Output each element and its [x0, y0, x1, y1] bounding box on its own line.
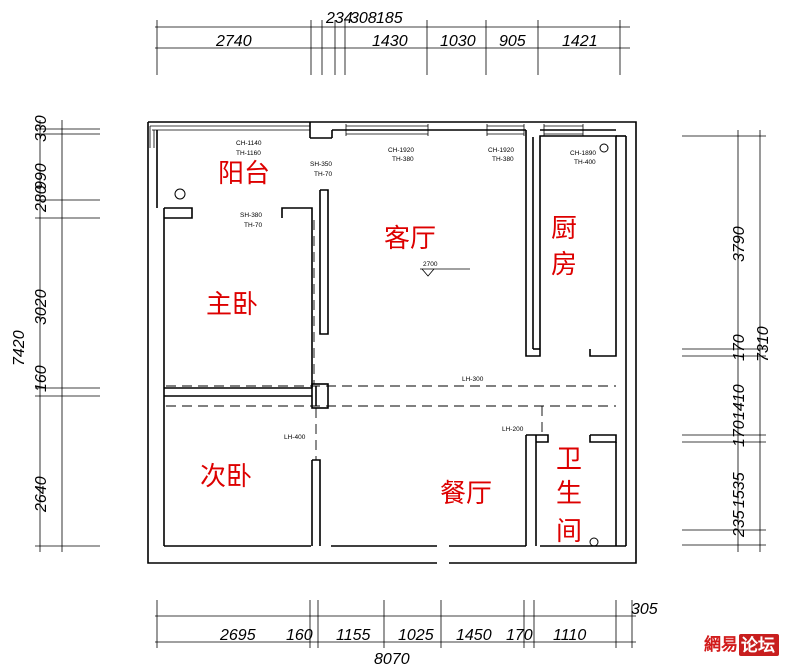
dim-left-990: 990: [33, 163, 50, 190]
bottom-dimensions: [155, 600, 636, 648]
room-label-bath-3: 间: [556, 517, 582, 547]
note-th-70b: TH-70: [244, 222, 262, 229]
dim-bottom-305: 305: [631, 601, 658, 618]
watermark-logo: 網易 论坛: [704, 634, 779, 656]
dim-right-3790: 3790: [731, 226, 748, 262]
dim-top-2740: 2740: [215, 33, 252, 50]
dim-bottom-1025: 1025: [398, 627, 434, 644]
dim-bottom-2695: 2695: [219, 627, 256, 644]
dim-bottom-160: 160: [286, 627, 313, 644]
dim-right-170a: 170: [731, 334, 748, 361]
bath-drain-icon: [589, 537, 599, 547]
note-th-70a: TH-70: [314, 171, 332, 178]
dim-left-3020: 3020: [33, 289, 50, 325]
room-label-bath-2: 生: [556, 479, 582, 509]
kitchen-drain-icon: [599, 143, 609, 153]
note-sh-350: SH-350: [310, 161, 332, 168]
dim-right-1535: 1535: [731, 472, 748, 508]
dim-right-total: 7310: [755, 326, 772, 362]
dim-top-1430: 1430: [372, 33, 408, 50]
dim-left-280: 280: [33, 185, 50, 213]
dim-top-1030: 1030: [440, 33, 476, 50]
dim-bottom-1155: 1155: [336, 627, 371, 644]
balcony-drain-icon: [174, 188, 186, 200]
dim-top-308: 308: [350, 10, 377, 27]
room-label-master: 主卧: [206, 290, 258, 320]
dim-left-total: 7420: [11, 330, 28, 366]
dim-top-1421: 1421: [562, 33, 598, 50]
note-sh-380: SH-380: [240, 212, 262, 219]
walls: [147, 121, 637, 564]
level-marker-icon: [420, 268, 470, 277]
watermark-part1: 網易: [704, 634, 738, 655]
note-th-380b: TH-380: [492, 156, 514, 163]
windows: [149, 124, 584, 148]
dim-right-1410: 1410: [731, 384, 748, 420]
dim-right-170b: 170: [731, 420, 748, 447]
watermark-box: [739, 634, 779, 656]
dim-left-2640: 2640: [33, 476, 50, 513]
room-label-second: 次卧: [200, 462, 252, 492]
dim-top-234: 234: [325, 10, 353, 27]
room-label-balcony: 阳台: [218, 159, 270, 189]
room-label-living: 客厅: [384, 224, 436, 254]
note-lh-400: LH-400: [284, 434, 306, 441]
note-lh-200: LH-200: [502, 426, 524, 433]
right-dimensions: [682, 130, 766, 552]
beam-lines: [166, 220, 616, 460]
note-th-400: TH-400: [574, 159, 596, 166]
dim-left-160: 160: [33, 365, 50, 392]
note-ch-1920a: CH-1920: [388, 147, 414, 154]
watermark-part2: 论坛: [741, 635, 775, 656]
top-dimensions: [155, 20, 630, 75]
note-ch-1890: CH-1890: [570, 150, 596, 157]
dim-bottom-1110: 1110: [553, 627, 586, 644]
dim-right-235: 235: [731, 510, 748, 538]
note-lh-300: LH-300: [462, 376, 484, 383]
dim-bottom-1450: 1450: [456, 627, 492, 644]
note-ch-1140: CH-1140: [236, 140, 262, 147]
dim-top-185: 185: [376, 10, 403, 27]
left-dimensions: [35, 120, 100, 552]
room-label-bath-1: 卫: [556, 445, 582, 475]
dim-left-330: 330: [33, 115, 50, 142]
dim-bottom-170: 170: [506, 627, 533, 644]
room-label-dining: 餐厅: [440, 479, 492, 509]
note-th-380a: TH-380: [392, 156, 414, 163]
level-label: 2700: [423, 261, 438, 268]
dim-top-905: 905: [499, 33, 526, 50]
dim-bottom-total: 8070: [374, 651, 410, 668]
note-ch-1920b: CH-1920: [488, 147, 514, 154]
note-th-1160: TH-1160: [236, 150, 261, 157]
room-label-kitchen: 厨房: [551, 214, 577, 280]
